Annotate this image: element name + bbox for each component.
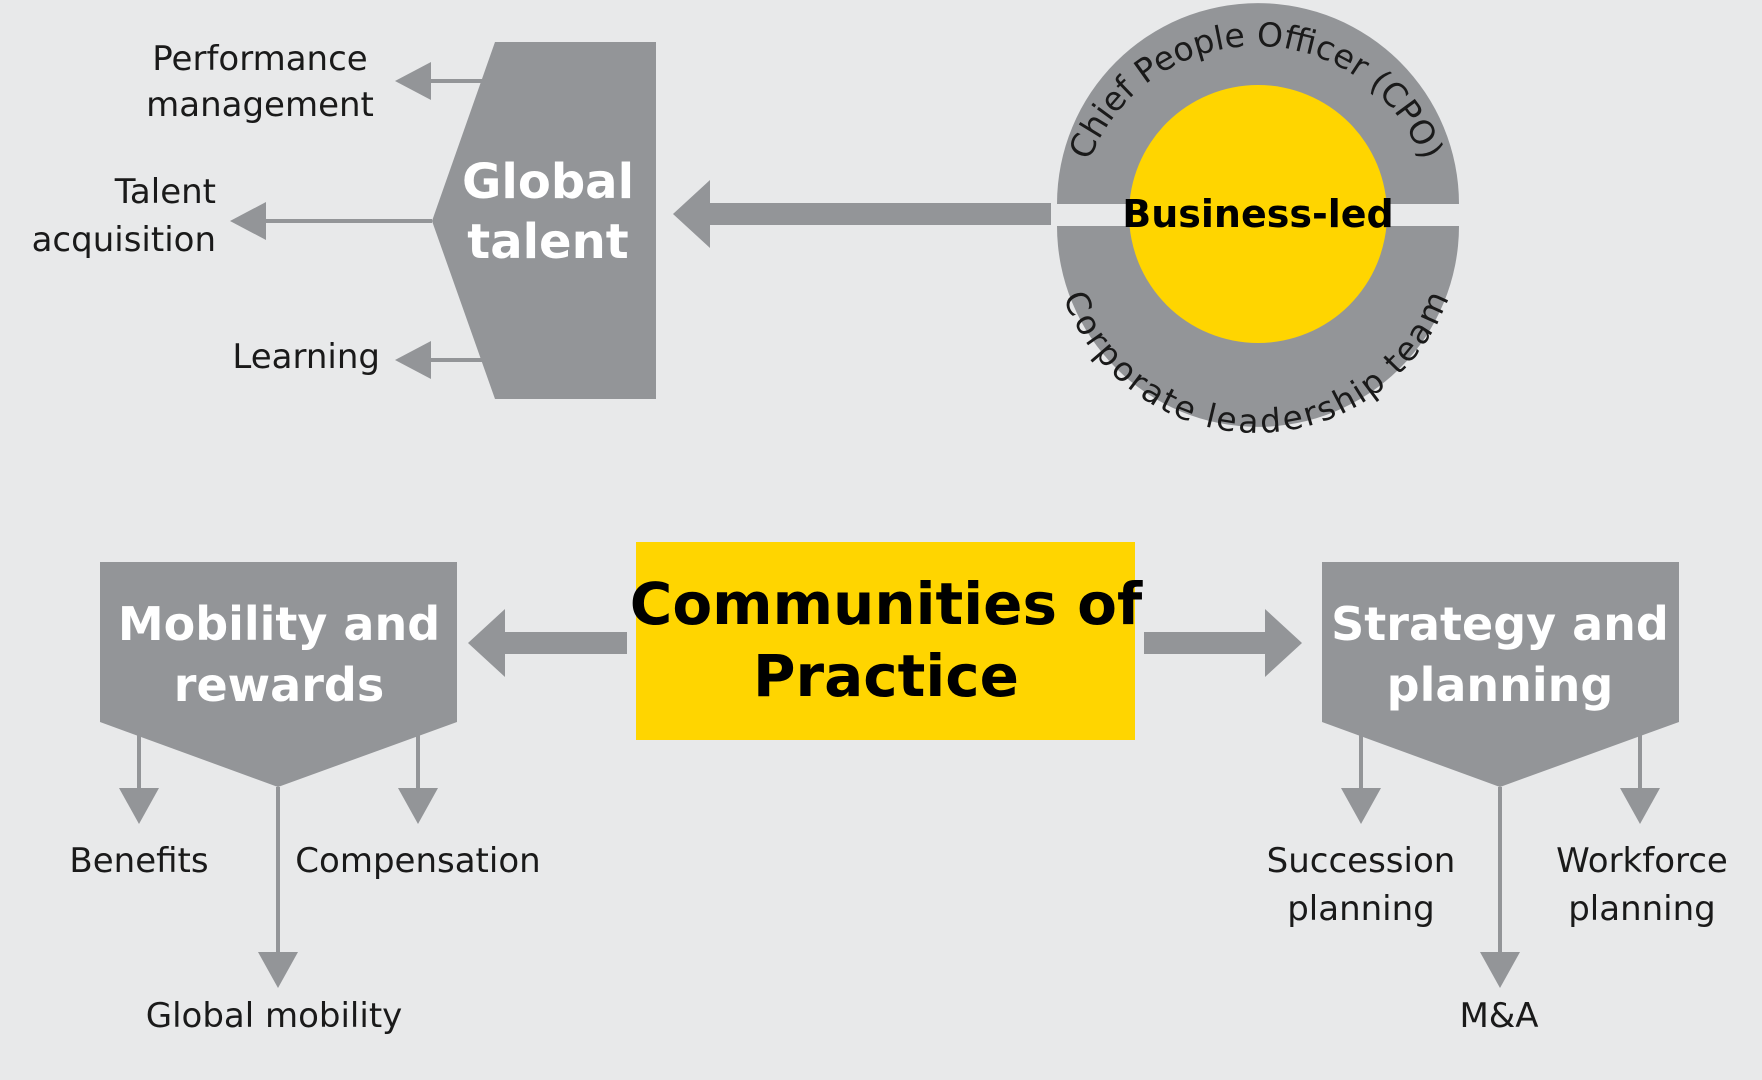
global-talent-shape [432,42,656,399]
arrow-to-global-mobility [258,787,298,988]
mobility-rewards-title-line2: rewards [174,658,384,712]
arrow-to-compensation [398,735,438,824]
mobility-rewards-group: Mobility and rewards Benefits Compensati… [69,562,541,1036]
business-led-group: Business-led Chief People Officer (CPO) … [1055,3,1459,441]
arrow-to-strategy-planning [1144,609,1302,677]
workforce-planning-label-line2: planning [1568,889,1716,929]
arrow-to-performance-management [395,62,482,100]
strategy-planning-group: Strategy and planning Succession plannin… [1267,562,1728,1036]
benefits-label: Benefits [69,841,208,881]
arrow-to-benefits [119,735,159,824]
succession-planning-label-line1: Succession [1267,841,1456,881]
business-led-circle [1129,85,1387,343]
workforce-planning-label-line1: Workforce [1556,841,1728,881]
mobility-rewards-title-line1: Mobility and [118,597,440,651]
strategy-planning-title-line2: planning [1387,658,1614,712]
global-talent-title-line2: talent [467,214,628,270]
compensation-label: Compensation [295,841,540,881]
strategy-planning-shape [1322,562,1679,787]
strategy-planning-title-line1: Strategy and [1331,597,1669,651]
learning-label: Learning [232,337,380,377]
communities-title-line2: Practice [753,642,1019,710]
mobility-rewards-shape [100,562,457,787]
performance-management-label-line1: Performance [152,39,367,79]
arrow-to-succession-planning [1341,735,1381,824]
global-talent-title-line1: Global [462,154,634,210]
arrow-to-ma [1480,787,1520,988]
talent-acquisition-label-line1: Talent [114,172,216,212]
global-mobility-label: Global mobility [146,996,403,1036]
communities-group: Communities of Practice [468,542,1302,740]
succession-planning-label-line2: planning [1287,889,1435,929]
communities-title-line1: Communities of [630,570,1143,638]
arrow-to-learning [395,341,482,379]
global-talent-group: Global talent Performance management Tal… [32,39,656,399]
arrow-to-workforce-planning [1620,735,1660,824]
ma-label: M&A [1459,996,1538,1036]
arrow-business-to-global-talent [673,180,1051,248]
talent-acquisition-label-line2: acquisition [32,220,216,260]
communities-box [636,542,1135,740]
arrow-to-talent-acquisition [230,202,432,240]
business-led-label: Business-led [1122,192,1394,236]
arrow-to-mobility-rewards [468,609,627,677]
performance-management-label-line2: management [146,85,374,125]
